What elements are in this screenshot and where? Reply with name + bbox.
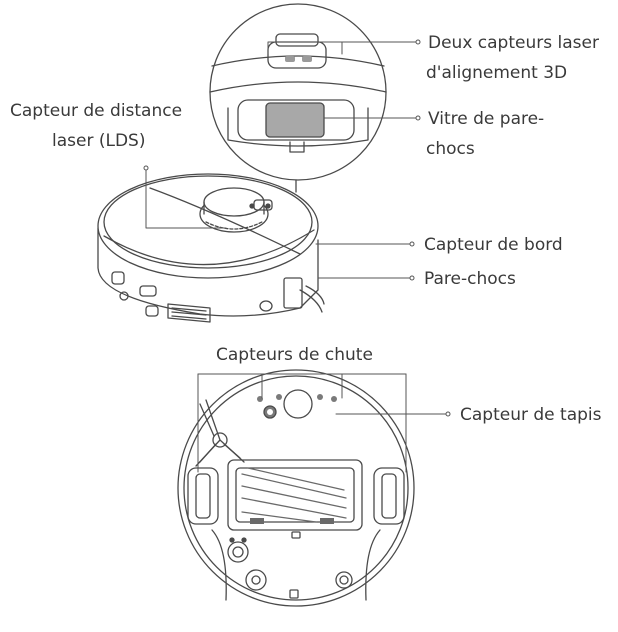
label-bumper-window-line1: Vitre de pare- (428, 109, 545, 129)
label-laser-3d-line2: d'alignement 3D (426, 63, 568, 83)
cliff-sensor-4 (331, 396, 337, 402)
leader-lines (143, 39, 451, 473)
label-edge-sensor: Capteur de bord (424, 235, 563, 255)
zoom-detail-circle (209, 3, 387, 193)
label-carpet-sensor: Capteur de tapis (460, 405, 602, 425)
laser-sensor-left (285, 56, 295, 62)
label-bumper-window-line2: chocs (426, 139, 475, 159)
label-lds-line1: Capteur de distance (10, 101, 183, 121)
label-laser-3d-line1: Deux capteurs laser (428, 33, 599, 53)
laser-sensor-right (302, 56, 312, 62)
bumper-window (265, 102, 325, 138)
cliff-sensor-3 (317, 394, 323, 400)
side-brush (195, 399, 245, 467)
cliff-sensor-2 (276, 394, 282, 400)
label-cliff-sensors: Capteurs de chute (216, 345, 373, 365)
robot-bottom-view (177, 369, 415, 607)
label-bumper: Pare-chocs (424, 269, 516, 289)
label-lds-line2: laser (LDS) (52, 131, 146, 151)
robot-top-view (97, 173, 325, 323)
